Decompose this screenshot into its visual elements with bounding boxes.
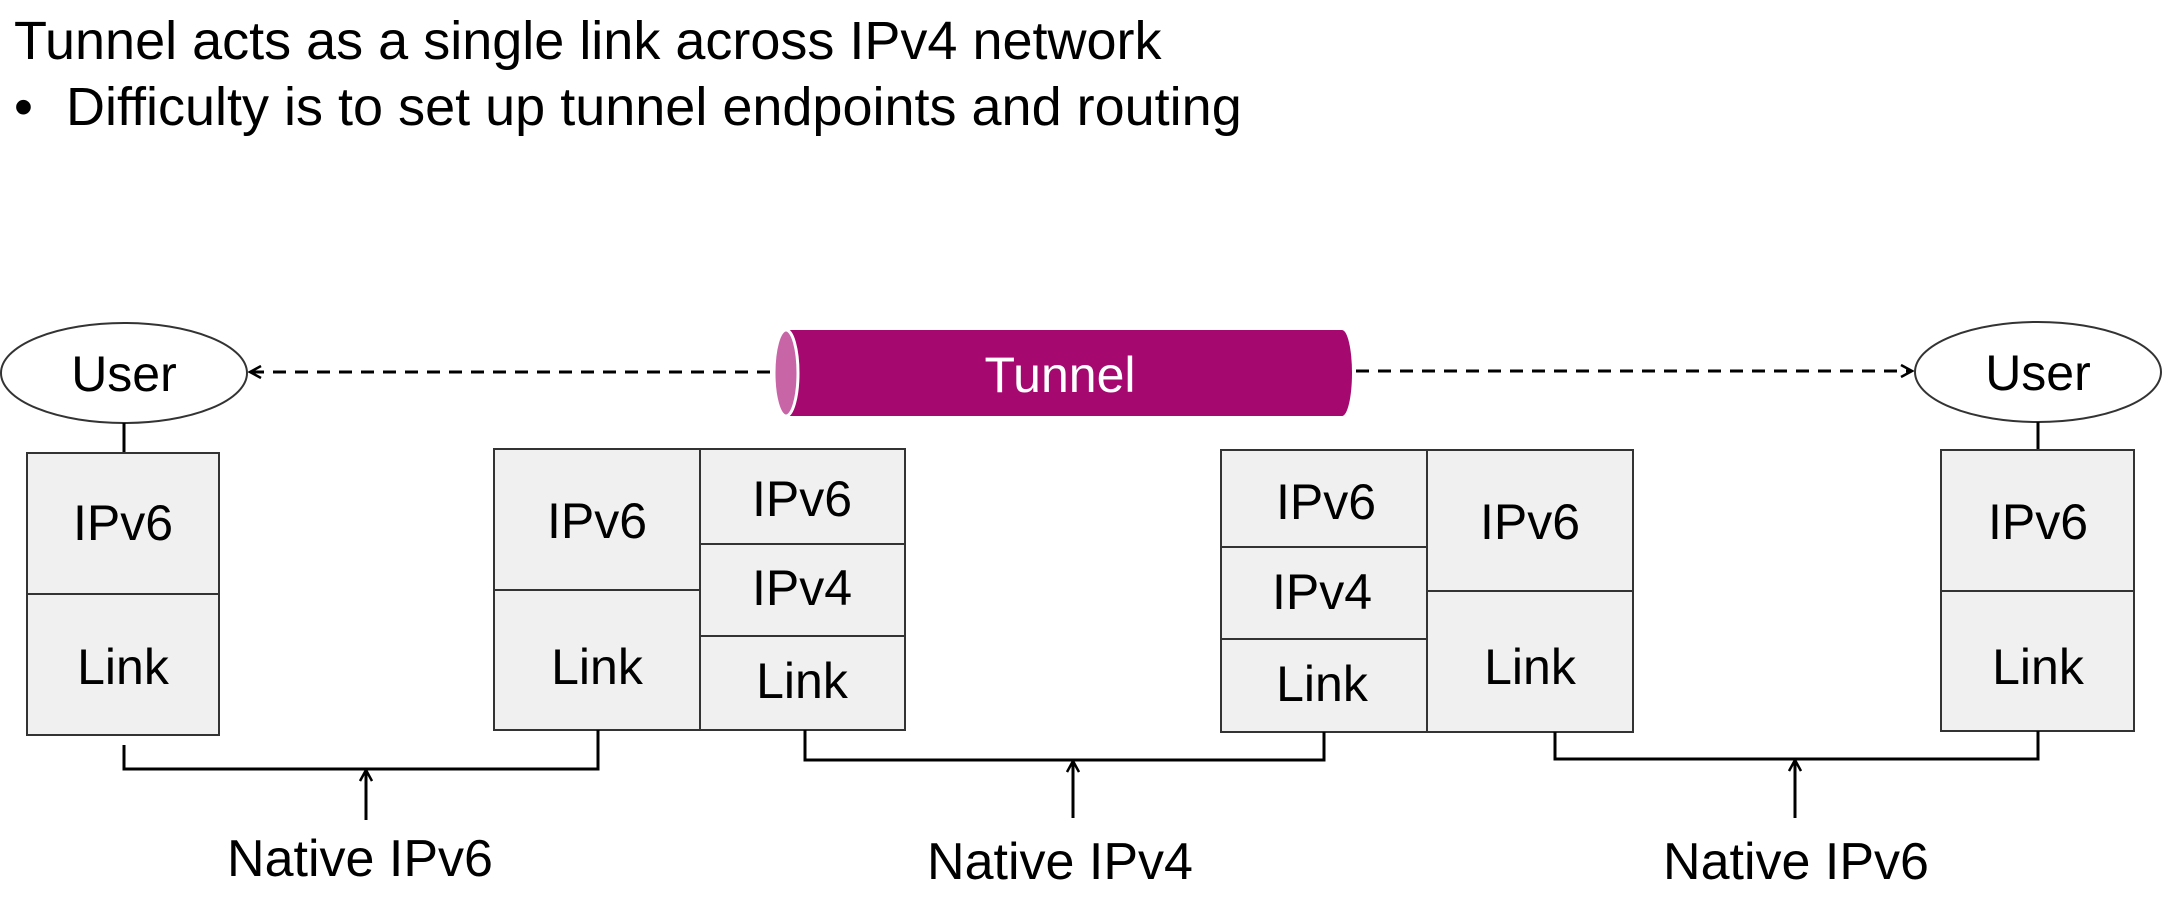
right-host-ipv6-box xyxy=(1940,449,2135,592)
right-router-tunnel-ipv4-label: IPv4 xyxy=(1272,564,1372,620)
left-host-link-label: Link xyxy=(77,639,170,695)
middle-network-label: Native IPv4 xyxy=(927,833,1193,891)
bullet-text: Difficulty is to set up tunnel endpoints… xyxy=(66,77,1242,137)
left-user-label: User xyxy=(71,346,177,402)
right-router-tunnel-ipv6-label: IPv6 xyxy=(1276,474,1376,530)
left-host-ipv6-label: IPv6 xyxy=(73,495,173,551)
slide-title: Tunnel acts as a single link across IPv4… xyxy=(14,11,1162,71)
left-host: User IPv6 Link xyxy=(0,322,248,736)
right-user-label: User xyxy=(1985,345,2091,401)
right-host-link-label: Link xyxy=(1992,639,2085,695)
right-router-ipv6-label: IPv6 xyxy=(1480,494,1580,550)
left-router-tunnel-ipv6-box xyxy=(699,448,906,545)
right-router: IPv6 IPv4 Link IPv6 Link xyxy=(1220,449,1634,733)
left-router-tunnel-ipv6-label: IPv6 xyxy=(752,471,852,527)
left-router-link-label: Link xyxy=(551,639,644,695)
right-router-tunnel-link-box xyxy=(1220,638,1428,733)
middle-network-bracket xyxy=(803,730,1326,762)
left-router-tunnel-link-box xyxy=(699,635,906,731)
right-router-tunnel-ipv6-box xyxy=(1220,449,1428,548)
tunnel-left-cap xyxy=(772,328,800,418)
left-host-ipv6-box xyxy=(26,452,220,595)
right-network-bracket xyxy=(1553,731,2040,761)
bullet-item: • Difficulty is to set up tunnel endpoint… xyxy=(14,77,1242,137)
right-router-link-box xyxy=(1426,590,1634,733)
left-router: IPv6 Link IPv6 IPv4 Link xyxy=(493,448,906,731)
right-router-tunnel-link-label: Link xyxy=(1276,656,1369,712)
right-host-link-box xyxy=(1940,590,2135,732)
tunnel: Tunnel xyxy=(772,328,1352,418)
bullet-marker: • xyxy=(14,77,33,137)
right-router-ipv6-box xyxy=(1426,449,1634,592)
left-router-ipv6-label: IPv6 xyxy=(547,493,647,549)
left-router-tunnel-link-label: Link xyxy=(756,653,849,709)
right-network-label: Native IPv6 xyxy=(1663,833,1929,891)
left-router-tunnel-ipv4-box xyxy=(699,543,906,637)
tunnel-body xyxy=(786,330,1352,416)
right-router-link-label: Link xyxy=(1484,639,1577,695)
left-network-label: Native IPv6 xyxy=(227,830,493,888)
left-host-link-box xyxy=(26,593,220,736)
left-router-tunnel-ipv4-label: IPv4 xyxy=(752,560,852,616)
tunnel-label: Tunnel xyxy=(984,347,1135,403)
right-host: User IPv6 Link xyxy=(1914,321,2162,732)
right-host-ipv6-label: IPv6 xyxy=(1988,494,2088,550)
